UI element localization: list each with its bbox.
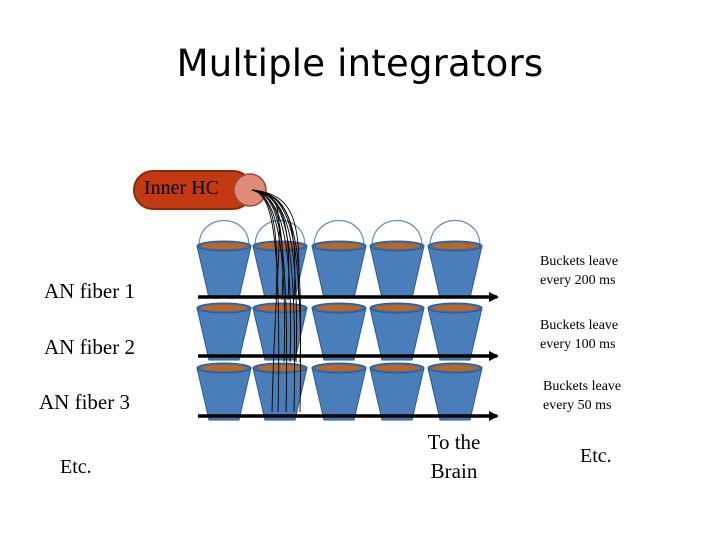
bucket [196,362,252,421]
bucket-body [311,367,367,421]
fiber-2-label: AN fiber 2 [44,335,135,359]
bucket-contents [201,243,247,249]
bucket [311,362,367,421]
bucket-contents [257,365,303,371]
bucket-contents [316,305,362,311]
bucket [196,302,252,361]
bucket-body [369,367,425,421]
bucket [427,220,483,299]
bucket-handle [371,220,423,247]
fiber-3-rate: Buckets leave every 50 ms [543,379,622,413]
bucket-contents [316,243,362,249]
fiber-arrows [198,292,499,421]
bucket-contents [201,305,247,311]
bucket-handle [313,220,365,247]
bucket-contents [432,365,478,371]
bucket [252,362,308,421]
bucket-body [196,367,252,421]
bucket-contents [201,365,247,371]
bucket-contents [374,305,420,311]
bucket-grid [196,220,483,421]
bucket [369,362,425,421]
bucket-body [252,307,308,361]
inner-hair-cell [133,170,253,210]
fiber-1-rate: Buckets leave every 200 ms [540,254,619,288]
bucket-body [427,245,483,299]
bucket-contents [432,305,478,311]
bucket [427,362,483,421]
release-streams [251,189,302,413]
bucket [311,220,367,299]
bucket-handle [198,220,250,247]
bucket-body [196,245,252,299]
bucket-contents [432,243,478,249]
bucket-body [252,367,308,421]
bucket [196,220,252,299]
release-stream [251,189,302,413]
right-etc-label: Etc. [580,445,612,467]
bucket-body [369,307,425,361]
bucket [311,302,367,361]
bucket-contents [316,365,362,371]
hair-cell-tip [233,173,267,207]
bucket [369,302,425,361]
bucket [369,220,425,299]
inner-hair-cell-label: Inner HC [144,177,219,199]
fiber-1-label: AN fiber 1 [44,279,135,303]
bucket-body [427,367,483,421]
fiber-2-rate: Buckets leave every 100 ms [540,318,619,352]
release-stream [251,189,280,413]
fiber-3-label: AN fiber 3 [39,390,130,414]
bucket-body [369,245,425,299]
bucket-contents [374,365,420,371]
left-etc-label: Etc. [60,456,92,478]
slide-title: Multiple integrators [176,42,544,85]
bucket-body [427,307,483,361]
release-stream [251,189,288,413]
release-stream [251,189,296,413]
bucket [252,302,308,361]
bucket-contents [257,305,303,311]
bucket-body [196,307,252,361]
bucket-body [311,307,367,361]
bucket [427,302,483,361]
bucket-handle [429,220,481,247]
bucket-body [311,245,367,299]
to-the-brain-label: To the Brain [427,430,481,483]
bucket-contents [374,243,420,249]
